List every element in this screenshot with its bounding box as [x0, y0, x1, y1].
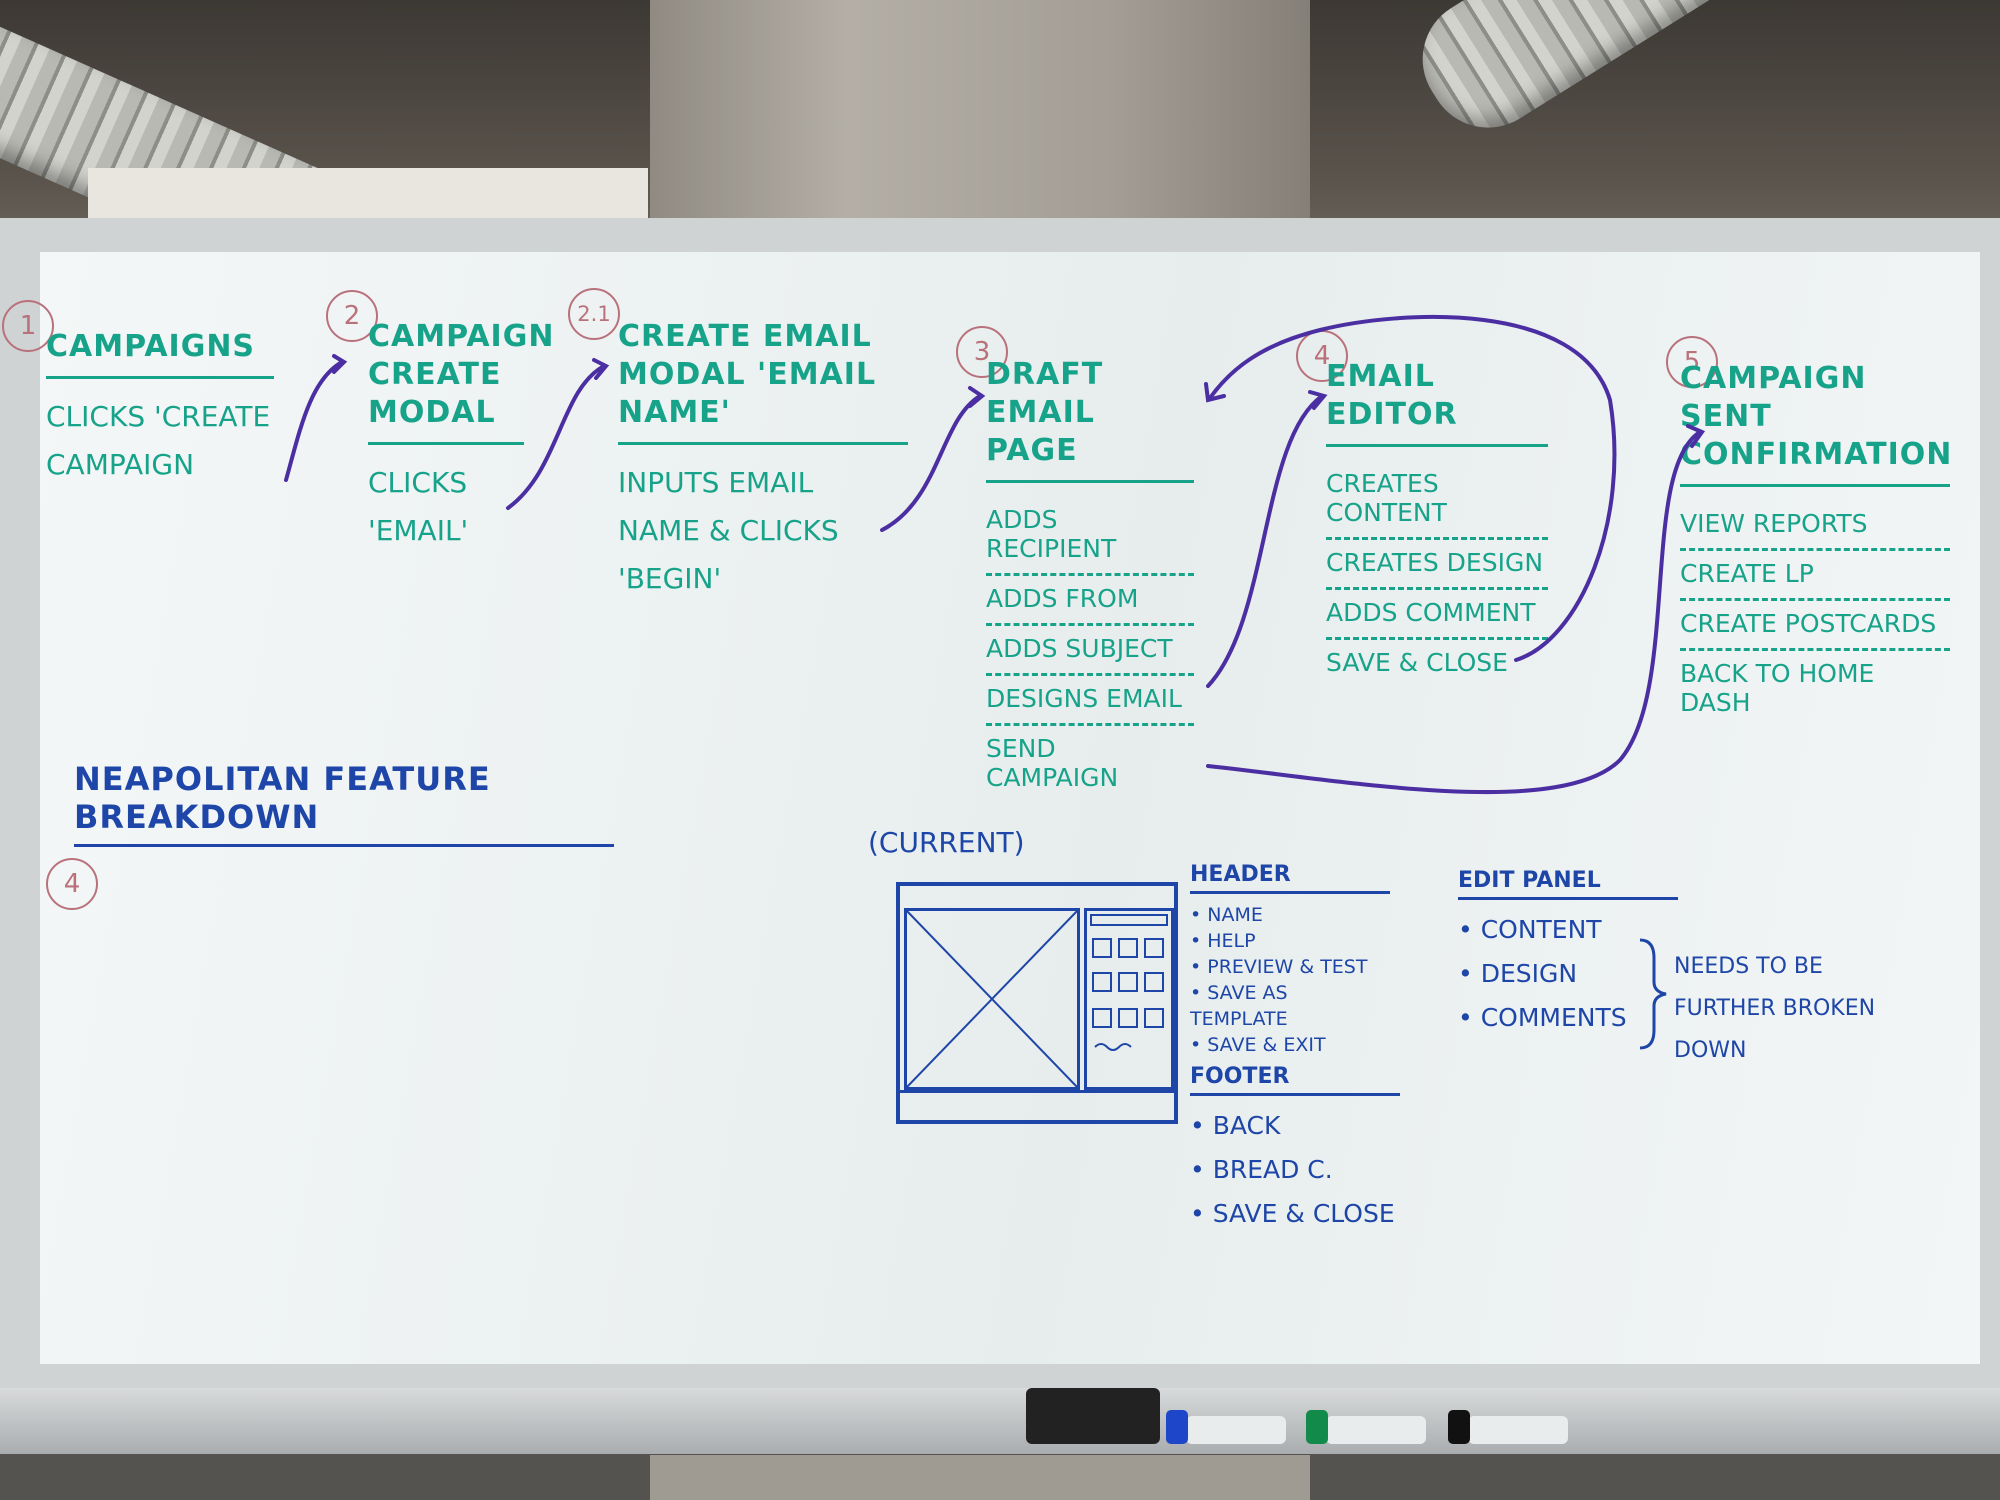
underline: [986, 480, 1194, 483]
green-marker-cap: [1306, 1410, 1328, 1444]
arrowhead: [1204, 382, 1226, 403]
arrowhead: [332, 354, 348, 374]
arrowhead: [1308, 390, 1328, 410]
concrete-pillar-base: [650, 1455, 1310, 1500]
step-action: INPUTS EMAIL NAME & CLICKS 'BEGIN': [618, 466, 839, 595]
list-item: DESIGNS EMAIL: [986, 676, 1194, 726]
list-item: • SAVE AS TEMPLATE: [1190, 982, 1288, 1030]
underline: [368, 442, 524, 445]
step-title: CAMPAIGNS: [46, 329, 256, 364]
list-item: • DESIGN: [1458, 959, 1578, 988]
list-item: • HELP: [1190, 930, 1256, 952]
wireframe-canvas: [904, 908, 1080, 1090]
list-item: SAVE & CLOSE: [1326, 648, 1508, 677]
black-marker-cap: [1448, 1410, 1470, 1444]
arrowhead: [592, 358, 610, 380]
step-number-2-1: 2.1: [568, 288, 620, 340]
footer-heading: FOOTER: [1190, 1064, 1400, 1096]
list-item: • CONTENT: [1458, 915, 1602, 944]
list-item: • COMMENTS: [1458, 1003, 1627, 1032]
step-title: CAMPAIGN SENT CONFIRMATION: [1680, 361, 1953, 472]
list-item: ADDS COMMENT: [1326, 590, 1548, 640]
wireframe-edit-panel: [1084, 908, 1174, 1090]
black-marker[interactable]: [1468, 1416, 1568, 1444]
arrow-2-to-2-1: [506, 364, 606, 510]
header-heading: HEADER: [1190, 862, 1390, 894]
step-title: DRAFT EMAIL PAGE: [986, 357, 1104, 468]
underline: [618, 442, 908, 445]
list-item: BACK TO HOME DASH: [1680, 659, 1875, 717]
wireframe-sketch: [896, 882, 1178, 1124]
underline: [1680, 484, 1950, 487]
edit-panel-heading: EDIT PANEL: [1458, 868, 1678, 900]
breakdown-note: NEEDS TO BE FURTHER BROKEN DOWN: [1674, 954, 1876, 1063]
arrowhead: [968, 386, 986, 408]
edit-panel-list: EDIT PANEL • CONTENT • DESIGN • COMMENTS: [1458, 868, 1678, 1040]
wireframe-footer-line: [900, 1090, 1174, 1093]
list-item: CREATE LP: [1680, 551, 1950, 601]
green-marker[interactable]: [1326, 1416, 1426, 1444]
step-campaigns: CAMPAIGNS CLICKS 'CREATE CAMPAIGN: [46, 328, 274, 489]
list-item: • NAME: [1190, 904, 1263, 926]
eraser[interactable]: [1026, 1388, 1160, 1444]
step-title: EMAIL EDITOR: [1326, 359, 1458, 432]
step-create-email-modal: CREATE EMAIL MODAL 'EMAIL NAME' INPUTS E…: [618, 318, 908, 603]
section-number-4: 4: [46, 858, 98, 910]
footer-list: FOOTER • BACK • BREAD C. • SAVE & CLOSE: [1190, 1064, 1400, 1236]
underline: [46, 376, 274, 379]
list-item: VIEW REPORTS: [1680, 501, 1950, 551]
list-item: • BACK: [1190, 1111, 1281, 1140]
list-item: SEND CAMPAIGN: [986, 734, 1119, 792]
step-title: CREATE EMAIL MODAL 'EMAIL NAME': [618, 319, 877, 430]
step-campaign-create-modal: CAMPAIGN CREATE MODAL CLICKS 'EMAIL': [368, 318, 555, 555]
whiteboard: [40, 252, 1980, 1364]
list-item: • PREVIEW & TEST: [1190, 956, 1368, 978]
step-campaign-sent-confirmation: CAMPAIGN SENT CONFIRMATION VIEW REPORTS …: [1680, 360, 1953, 727]
step-number-1: 1: [2, 300, 54, 352]
step-draft-email-page: DRAFT EMAIL PAGE ADDS RECIPIENT ADDS FRO…: [986, 356, 1194, 802]
blue-marker-cap: [1166, 1410, 1188, 1444]
list-item: • SAVE & CLOSE: [1190, 1199, 1395, 1228]
marker-tray: [0, 1388, 2000, 1454]
list-item: CREATE POSTCARDS: [1680, 601, 1950, 651]
arrow-2-1-to-3: [880, 394, 982, 532]
blue-marker[interactable]: [1186, 1416, 1286, 1444]
step-number-5: 5: [1666, 336, 1718, 388]
list-item: ADDS RECIPIENT: [986, 497, 1194, 576]
list-item: • SAVE & EXIT: [1190, 1034, 1326, 1056]
list-item: ADDS SUBJECT: [986, 626, 1194, 676]
step-email-editor: EMAIL EDITOR CREATES CONTENT CREATES DES…: [1326, 358, 1548, 687]
arrow-3-to-4: [1206, 394, 1324, 688]
arrow-3-to-5: [1206, 430, 1702, 795]
step-action: CLICKS 'CREATE CAMPAIGN: [46, 400, 271, 481]
tile-grid-icon: [1090, 914, 1168, 1051]
list-item: • BREAD C.: [1190, 1155, 1333, 1184]
current-label: (CURRENT): [868, 826, 1025, 859]
list-item: ADDS FROM: [986, 576, 1194, 626]
list-item: CREATES DESIGN: [1326, 540, 1548, 590]
arrow-1-to-2: [284, 360, 344, 482]
step-number-2: 2: [326, 290, 378, 342]
step-number-3: 3: [956, 326, 1008, 378]
underline: [1326, 444, 1548, 447]
arrow-4-back-to-3: [1208, 314, 1617, 662]
arrowhead: [1686, 424, 1706, 448]
list-item: CREATES CONTENT: [1326, 461, 1548, 540]
header-list: HEADER • NAME • HELP • PREVIEW & TEST • …: [1190, 862, 1390, 1058]
brace: [1639, 938, 1667, 1050]
step-action: CLICKS 'EMAIL': [368, 466, 469, 547]
section-heading: NEAPOLITAN FEATURE BREAKDOWN: [74, 760, 614, 847]
step-title: CAMPAIGN CREATE MODAL: [368, 319, 555, 430]
cross-icon: [906, 910, 1078, 1088]
